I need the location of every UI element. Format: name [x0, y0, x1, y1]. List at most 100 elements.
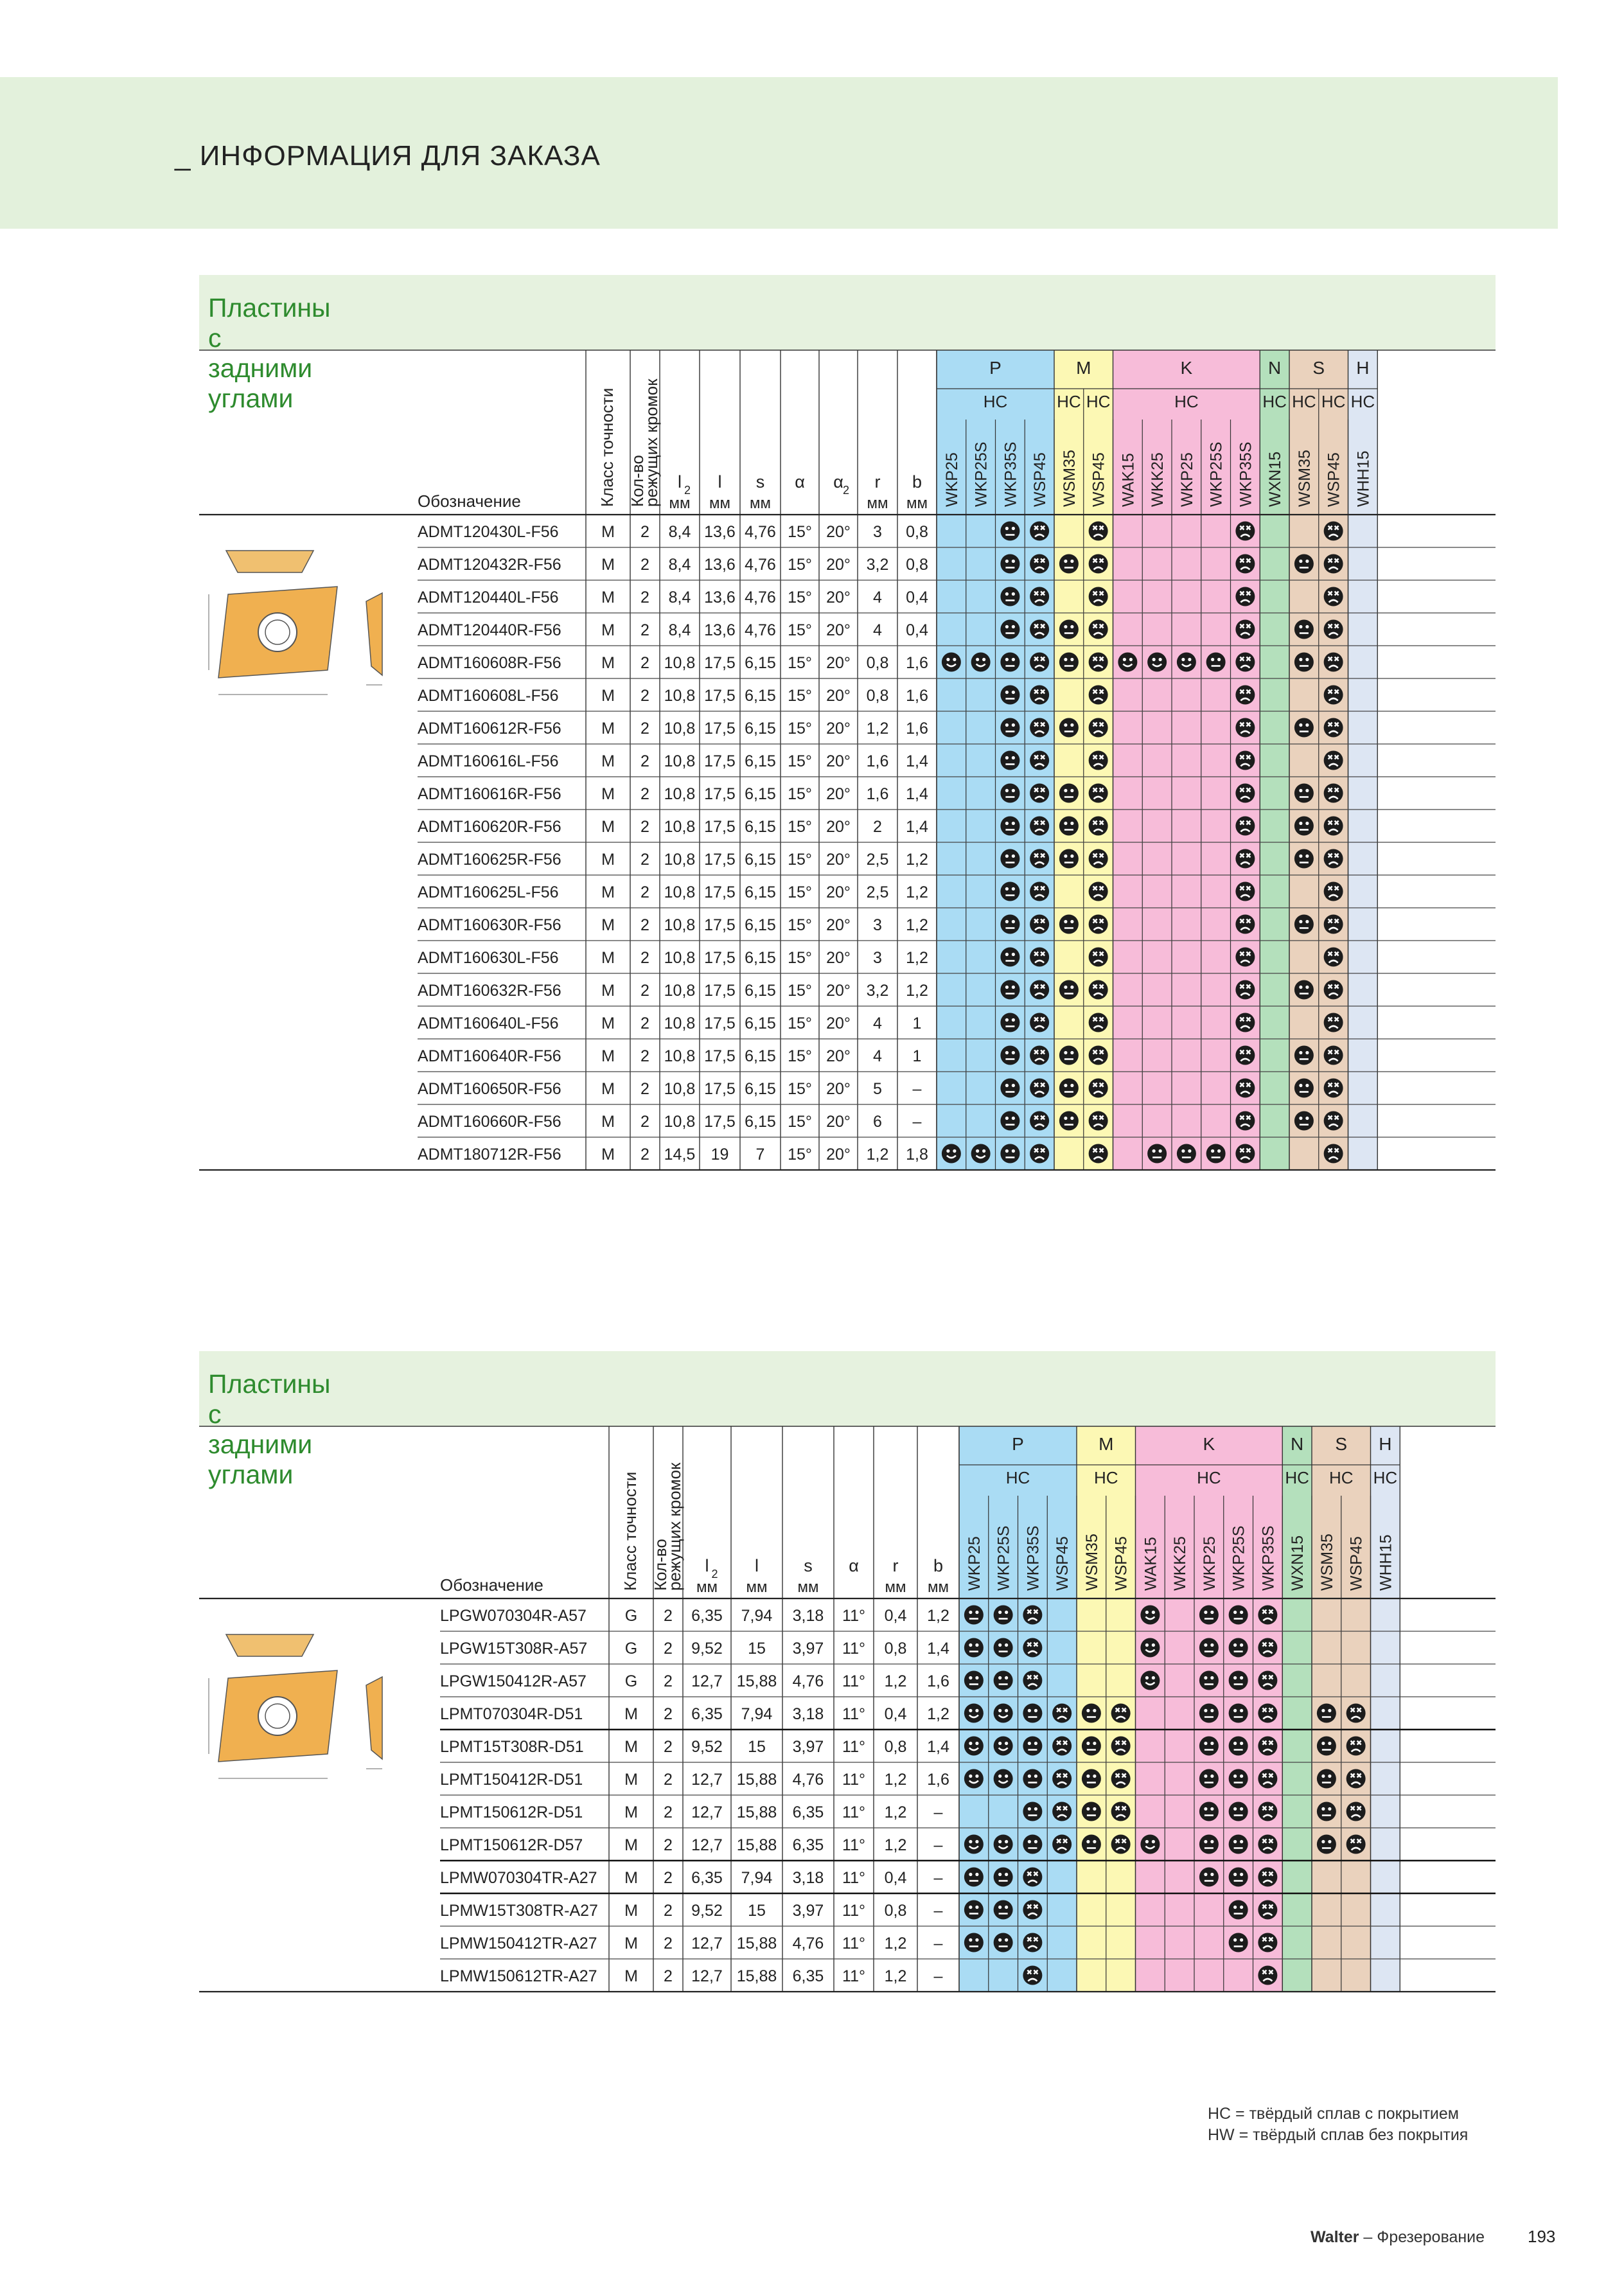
neutral-face-icon: [993, 1933, 1013, 1952]
value-cell: 1,2: [885, 1934, 907, 1952]
icon-disc: [1346, 1769, 1366, 1789]
value-cell: 2,5: [867, 851, 889, 869]
icon-eye: [1099, 820, 1104, 826]
icon-disc: [993, 1736, 1013, 1756]
value-cell: 17,5: [704, 687, 736, 705]
icon-eye: [1299, 1116, 1303, 1120]
frown-face-icon: [1088, 914, 1108, 934]
icon-eye: [1027, 1708, 1031, 1713]
value-cell: 20°: [826, 720, 851, 738]
icon-eye: [1040, 721, 1046, 727]
icon-disc: [1000, 1045, 1020, 1065]
icon-mouth: [1093, 566, 1104, 571]
icon-eye: [998, 1872, 1002, 1877]
icon-disc: [941, 1144, 961, 1164]
icon-eye: [1246, 525, 1251, 531]
icon-eye: [1350, 1805, 1355, 1811]
column-header-edges: Кол-во: [628, 455, 647, 507]
frown-face-icon: [1030, 1144, 1050, 1164]
icon-disc: [1023, 1638, 1043, 1658]
icon-disc: [1228, 1834, 1248, 1854]
icon-mouth: [1240, 599, 1251, 603]
value-cell: 10,8: [664, 720, 696, 738]
icon-eye: [1115, 1805, 1120, 1811]
icon-disc: [1030, 1078, 1050, 1098]
value-cell: 6,35: [691, 1705, 723, 1723]
neutral-face-icon: [1199, 1605, 1219, 1625]
value-cell: M: [601, 589, 615, 606]
neutral-face-icon: [1228, 1670, 1248, 1690]
icon-eye: [969, 1643, 973, 1647]
icon-disc: [1000, 1078, 1020, 1098]
value-cell: 8,4: [669, 589, 691, 606]
frown-face-icon: [1030, 652, 1050, 672]
neutral-face-icon: [1294, 816, 1314, 836]
value-cell: 15°: [788, 752, 812, 770]
icon-eye: [1034, 885, 1039, 891]
icon-disc: [1059, 1111, 1079, 1131]
icon-eye: [1011, 854, 1015, 858]
icon-eye: [1086, 1774, 1090, 1778]
icon-eye: [1093, 1708, 1097, 1713]
grade-group-label-K: K: [1203, 1434, 1215, 1454]
neutral-face-icon: [1228, 1638, 1248, 1658]
icon-disc: [1346, 1834, 1366, 1854]
icon-eye: [1040, 951, 1046, 957]
frown-face-icon: [1346, 1736, 1366, 1756]
icon-eye: [969, 1610, 973, 1615]
icon-disc: [1059, 816, 1079, 836]
icon-eye: [975, 1708, 979, 1713]
frown-face-icon: [1023, 1605, 1043, 1625]
icon-eye: [1240, 1839, 1244, 1844]
icon-eye: [1005, 952, 1009, 957]
icon-mouth: [1328, 599, 1339, 603]
frown-face-icon: [1323, 652, 1343, 672]
value-cell: M: [601, 621, 615, 639]
icon-eye: [1034, 853, 1039, 858]
icon-eye: [975, 1872, 979, 1877]
frown-face-icon: [1052, 1769, 1072, 1789]
insert-end-view: [366, 1676, 383, 1760]
icon-disc: [1000, 1111, 1020, 1131]
value-cell: 20°: [826, 1080, 851, 1098]
icon-eye: [998, 1676, 1002, 1680]
value-cell: M: [601, 982, 615, 1000]
icon-eye: [1334, 787, 1339, 793]
icon-disc: [964, 1867, 984, 1887]
value-cell: 11°: [842, 1738, 865, 1756]
neutral-face-icon: [1199, 1670, 1219, 1690]
icon-disc: [1294, 718, 1314, 738]
icon-eye: [969, 1905, 973, 1909]
icon-eye: [1246, 1147, 1251, 1153]
column-header-edges-2: режущих кромок: [665, 1462, 684, 1591]
value-cell: 4: [873, 589, 882, 606]
smiley-face-icon: [941, 652, 961, 672]
icon-mouth: [975, 663, 986, 668]
icon-eye: [1233, 1774, 1237, 1778]
value-cell: 2: [873, 818, 882, 836]
icon-mouth: [1057, 1715, 1068, 1720]
column-header-edges-2: режущих кромок: [642, 378, 661, 507]
value-cell: –: [913, 1080, 922, 1098]
icon-eye: [1246, 853, 1251, 858]
icon-mouth: [1350, 1715, 1361, 1720]
icon-mouth: [1145, 1681, 1156, 1686]
icon-disc: [964, 1703, 984, 1723]
value-cell: 13,6: [704, 621, 736, 639]
icon-disc: [1258, 1900, 1278, 1920]
icon-eye: [1005, 1905, 1009, 1909]
grade-name-wkp35s: WKP35S: [1237, 442, 1255, 507]
icon-eye: [1033, 1936, 1039, 1942]
value-cell: 2: [640, 621, 649, 639]
icon-eye: [1092, 853, 1098, 858]
value-cell: 10,8: [664, 1113, 696, 1131]
insert-hole-inner: [265, 619, 290, 645]
value-cell: 20°: [826, 589, 851, 606]
icon-disc: [1140, 1670, 1160, 1690]
value-cell: 10,8: [664, 916, 696, 934]
icon-mouth: [1093, 664, 1104, 669]
icon-disc: [1030, 521, 1050, 541]
icon-mouth: [1240, 1123, 1251, 1128]
icon-disc: [1323, 1111, 1343, 1131]
value-cell: 6,15: [745, 851, 776, 869]
